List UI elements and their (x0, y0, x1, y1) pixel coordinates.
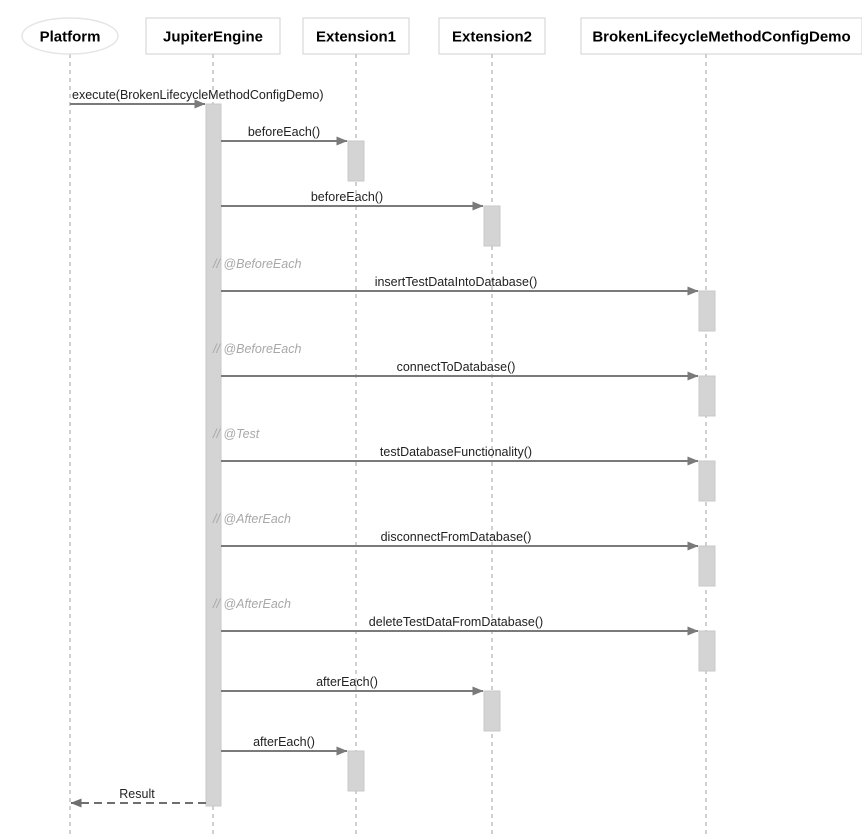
participant-shape-platform[interactable] (21, 17, 119, 55)
participant-label-jupiter: JupiterEngine (163, 29, 263, 46)
message-label-m2: beforeEach() (248, 125, 320, 139)
notes-layer: // @BeforeEach // @BeforeEach // @Test // @… (212, 257, 301, 611)
lifelines-layer (69, 54, 707, 834)
activation-bar-demo (698, 545, 716, 587)
message-label-m11: Result (119, 787, 155, 801)
activation-bar-ext2 (483, 205, 501, 247)
message-label-m6: testDatabaseFunctionality() (380, 445, 532, 459)
participant-label-demo: BrokenLifecycleMethodConfigDemo (592, 29, 850, 46)
activation-bars-layer (205, 103, 716, 807)
message-label-m5: connectToDatabase() (397, 360, 516, 374)
message-label-m9: afterEach() (316, 675, 378, 689)
activation-bar-ext2 (483, 690, 501, 732)
participants-layer: Platform JupiterEngine Extension1 Extension… (21, 17, 862, 55)
activation-bar-demo (698, 460, 716, 502)
message-label-m7: disconnectFromDatabase() (381, 530, 532, 544)
participant-label-ext1: Extension1 (316, 29, 396, 46)
participant-shape-demo[interactable] (580, 17, 862, 55)
message-label-m3: beforeEach() (311, 190, 383, 204)
message-label-m1: execute(BrokenLifecycleMethodConfigDemo) (72, 88, 324, 102)
activation-bar-demo (698, 290, 716, 332)
participant-shape-ext1[interactable] (302, 17, 410, 55)
participant-shape-ext2[interactable] (438, 17, 546, 55)
note-n5: // @AfterEach (212, 597, 291, 611)
participant-shape-jupiter[interactable] (145, 17, 281, 55)
note-n2: // @BeforeEach (212, 342, 301, 356)
message-label-m10: afterEach() (253, 735, 315, 749)
participant-label-platform: Platform (40, 29, 101, 46)
activation-bar-jupiter (205, 103, 222, 807)
message-label-m8: deleteTestDataFromDatabase() (369, 615, 543, 629)
activation-bar-ext1 (347, 140, 365, 182)
activation-bar-demo (698, 630, 716, 672)
note-n4: // @AfterEach (212, 512, 291, 526)
note-n3: // @Test (212, 427, 260, 441)
messages-layer: execute(BrokenLifecycleMethodConfigDemo)… (70, 88, 699, 808)
participant-label-ext2: Extension2 (452, 29, 532, 46)
note-n1: // @BeforeEach (212, 257, 301, 271)
activation-bar-demo (698, 375, 716, 417)
activation-bar-ext1 (347, 750, 365, 792)
message-label-m4: insertTestDataIntoDatabase() (375, 275, 538, 289)
